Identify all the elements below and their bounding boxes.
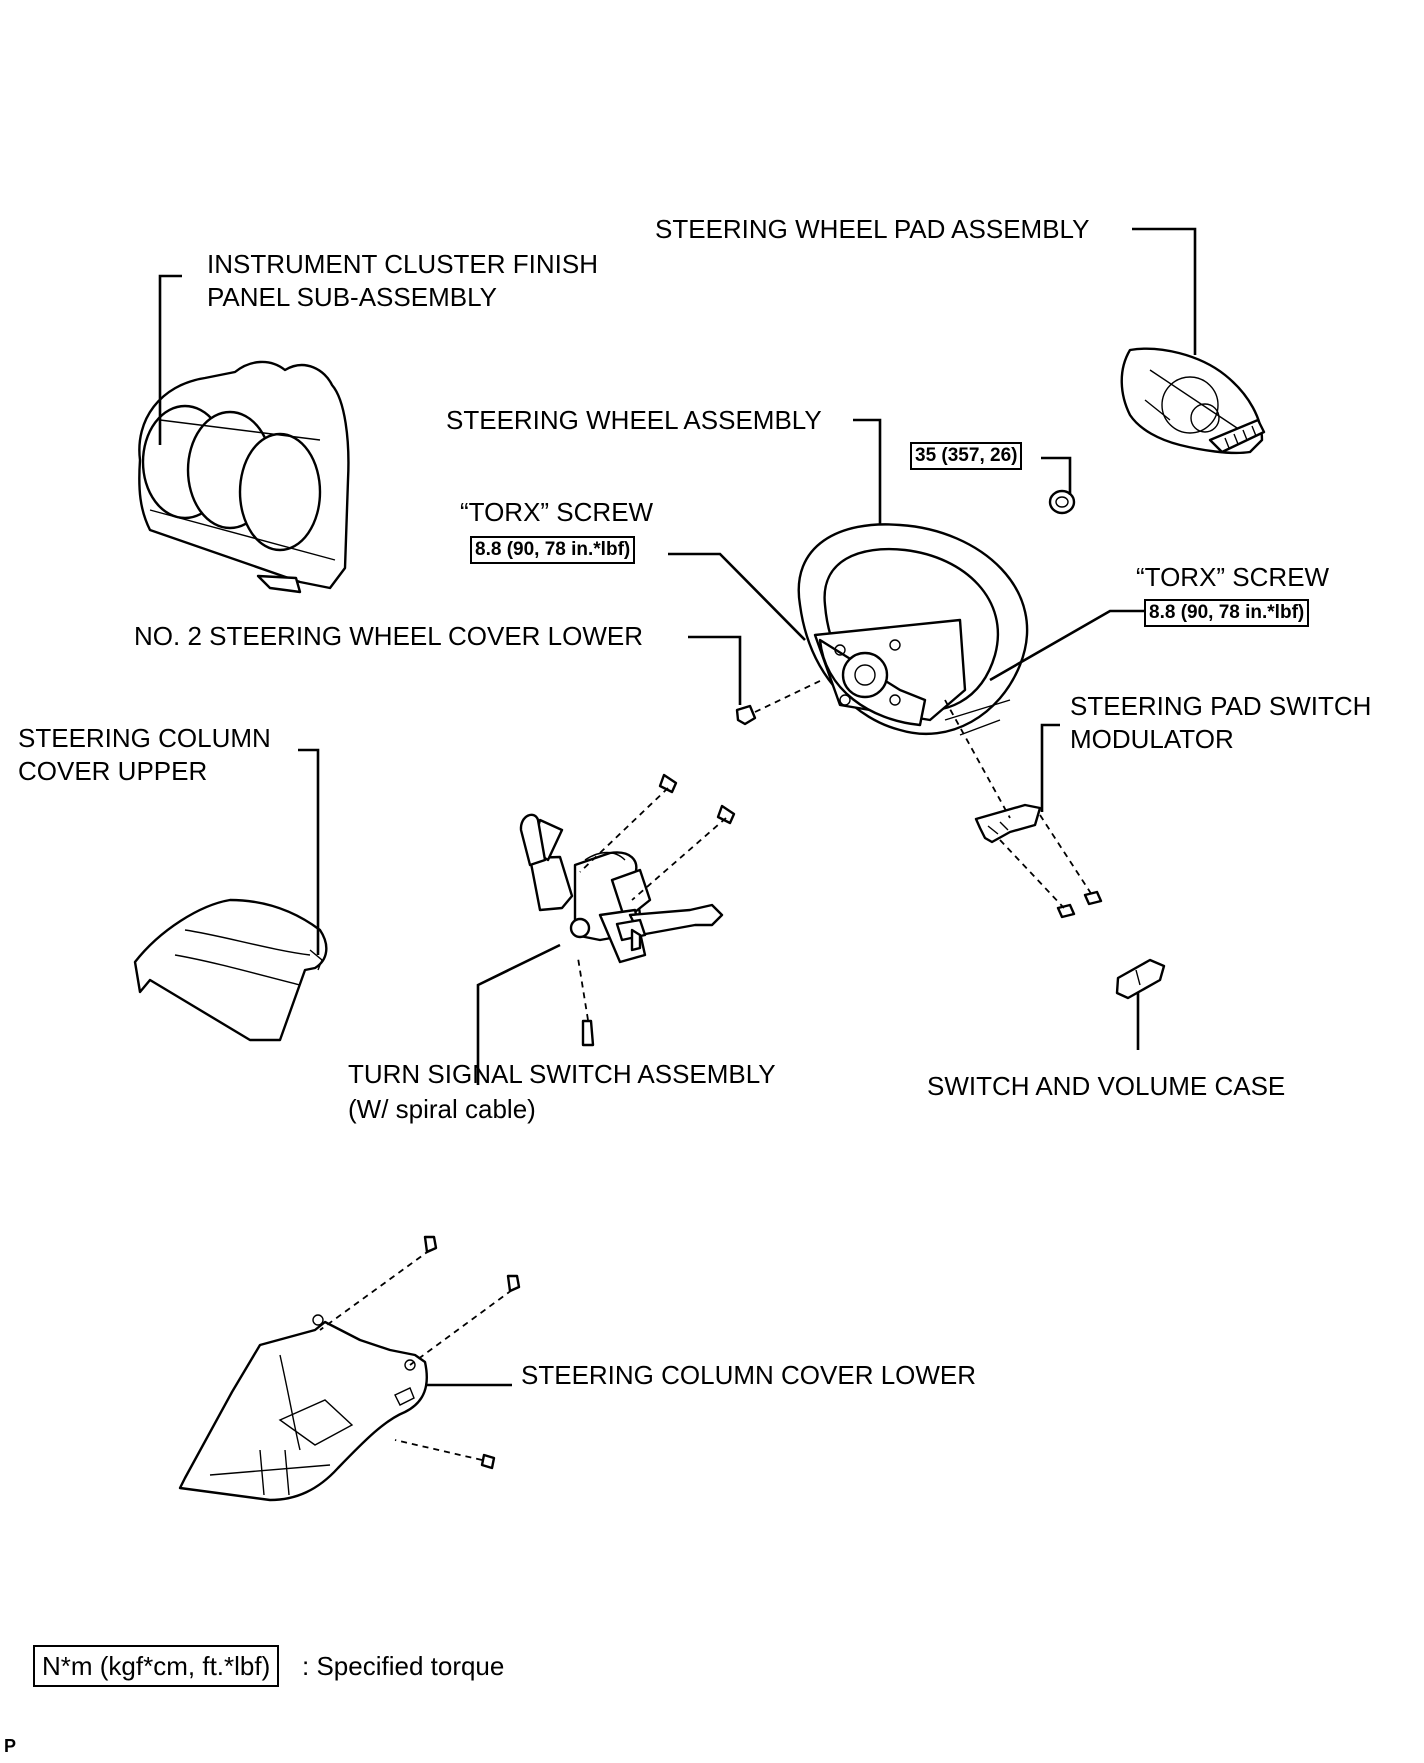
corner-mark: P (4, 1736, 17, 1756)
label-instrument-cluster-line1: INSTRUMENT CLUSTER FINISH (207, 249, 598, 279)
label-instrument-cluster-line2: PANEL SUB-ASSEMBLY (207, 282, 497, 312)
label-turn-signal-line1: TURN SIGNAL SWITCH ASSEMBLY (348, 1059, 776, 1089)
instrument-cluster-finish-panel (138, 360, 350, 594)
torque-torx-left: 8.8 (90, 78 in.*lbf) (470, 536, 636, 564)
label-steering-wheel-pad: STEERING WHEEL PAD ASSEMBLY (655, 214, 1090, 244)
installation-paths (319, 679, 1093, 1461)
torque-nut: 35 (357, 26) (910, 442, 1023, 470)
legend-torque-unit-box: N*m (kgf*cm, ft.*lbf) (33, 1645, 280, 1687)
turn-signal-switch-assembly (519, 813, 724, 964)
label-switch-volume-case: SWITCH AND VOLUME CASE (927, 1071, 1286, 1101)
label-steering-wheel: STEERING WHEEL ASSEMBLY (446, 405, 822, 435)
label-column-cover-upper-line1: STEERING COLUMN (18, 723, 271, 753)
pad-switch-screws (1056, 890, 1103, 919)
steering-column-cover-upper (133, 898, 328, 1042)
steering-pad-switch-modulator (974, 803, 1042, 844)
steering-wheel-pad (1120, 347, 1266, 455)
torque-torx-right: 8.8 (90, 78 in.*lbf) (1144, 599, 1310, 627)
label-turn-signal-line2: (W/ spiral cable) (348, 1094, 536, 1124)
label-no2-cover-lower: NO. 2 STEERING WHEEL COVER LOWER (134, 621, 644, 651)
steering-wheel (797, 523, 1029, 736)
steering-wheel-nut (1048, 489, 1076, 515)
leader-lines (158, 227, 1197, 1387)
label-torx-screw-left: “TORX” SCREW (460, 497, 654, 527)
no2-steering-wheel-cover-lower (735, 704, 757, 726)
label-torx-screw-right: “TORX” SCREW (1136, 562, 1330, 592)
steering-column-cover-lower (178, 1314, 428, 1502)
label-column-cover-lower: STEERING COLUMN COVER LOWER (521, 1360, 977, 1390)
label-pad-switch-line2: MODULATOR (1070, 724, 1234, 754)
legend-description: : Specified torque (302, 1651, 505, 1681)
label-pad-switch-line1: STEERING PAD SWITCH (1070, 691, 1372, 721)
switch-and-volume-case (1115, 958, 1166, 1000)
turn-signal-screws (581, 773, 736, 1047)
lower-cover-screws (423, 1235, 521, 1470)
label-column-cover-upper-line2: COVER UPPER (18, 756, 208, 786)
